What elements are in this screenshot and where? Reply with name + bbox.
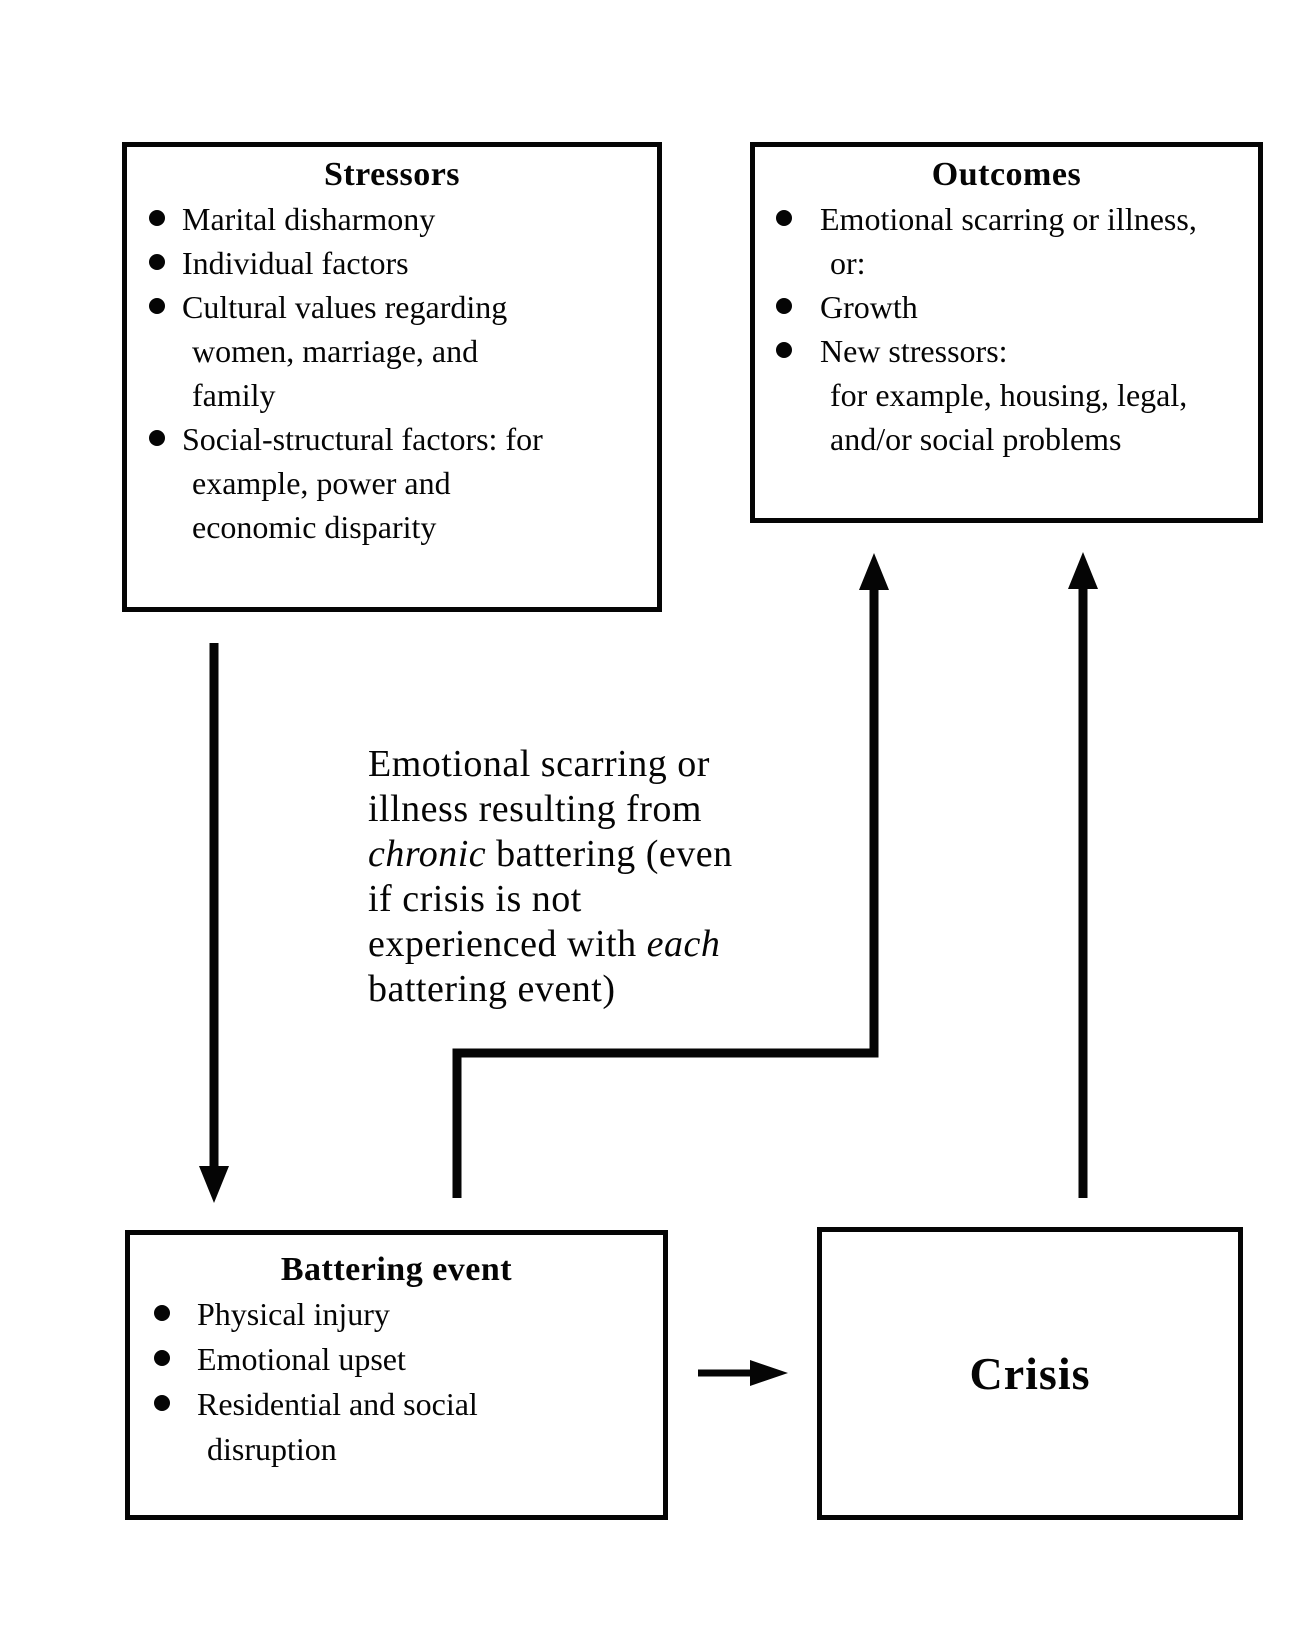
- bullet-icon: [776, 342, 792, 358]
- list-item-label: New stressors:: [820, 333, 1008, 369]
- list-item: Physical injury: [130, 1292, 663, 1337]
- bullet-icon: [149, 254, 165, 270]
- list-item-label: Residential and social: [197, 1386, 478, 1422]
- crisis-to-outcomes-arrow: [1068, 552, 1098, 1198]
- list-item-label: Social-structural factors: for: [182, 421, 543, 457]
- list-item-label: Emotional upset: [197, 1341, 406, 1377]
- list-item-label: Emotional scarring or illness,: [820, 201, 1197, 237]
- list-item-label: disruption: [207, 1431, 337, 1467]
- list-item-label: and/or social problems: [830, 421, 1122, 457]
- battering-event-box: Battering event Physical injury Emotiona…: [125, 1230, 668, 1520]
- note-line: illness resulting from: [368, 788, 702, 830]
- note-line: Emotional scarring or: [368, 743, 710, 785]
- battering-to-crisis-arrow: [698, 1360, 788, 1386]
- list-item-label: Growth: [820, 289, 918, 325]
- list-item-label: economic disparity: [192, 509, 437, 545]
- bullet-icon: [154, 1350, 170, 1366]
- bullet-icon: [154, 1395, 170, 1411]
- list-item-label: Marital disharmony: [182, 201, 436, 237]
- stressors-to-battering-arrow: [199, 643, 229, 1203]
- bullet-icon: [776, 210, 792, 226]
- bullet-icon: [149, 210, 165, 226]
- list-item-label: or:: [830, 245, 866, 281]
- stressors-title: Stressors: [323, 156, 461, 193]
- outcomes-title: Outcomes: [931, 156, 1082, 193]
- list-item-label: example, power and: [192, 465, 451, 501]
- stressors-box: Stressors Marital disharmony Individual …: [122, 142, 662, 612]
- list-item: Growth: [755, 285, 1258, 329]
- list-item: Marital disharmony: [127, 197, 657, 241]
- bullet-icon: [776, 298, 792, 314]
- chronic-battering-to-outcomes-arrow: [452, 553, 889, 1198]
- chronic-battering-note: Emotional scarring or illness resulting …: [368, 742, 928, 1012]
- list-item: Individual factors: [127, 241, 657, 285]
- battering-event-title: Battering event: [280, 1251, 513, 1288]
- bullet-icon: [149, 430, 165, 446]
- crisis-title: Crisis: [969, 1348, 1091, 1399]
- list-item: Residential and social disruption: [130, 1382, 663, 1472]
- note-line: experienced with each: [368, 923, 721, 965]
- outcomes-box: Outcomes Emotional scarring or illness, …: [750, 142, 1263, 523]
- list-item-label: family: [192, 377, 276, 413]
- list-item: New stressors: for example, housing, leg…: [755, 329, 1258, 461]
- bullet-icon: [149, 298, 165, 314]
- crisis-box: Crisis: [817, 1227, 1243, 1520]
- list-item: Emotional upset: [130, 1337, 663, 1382]
- list-item: Cultural values regarding women, marriag…: [127, 285, 657, 417]
- list-item-label: Physical injury: [197, 1296, 390, 1332]
- note-line: chronic battering (even: [368, 833, 733, 875]
- list-item: Emotional scarring or illness, or:: [755, 197, 1258, 285]
- list-item-label: Individual factors: [182, 245, 409, 281]
- list-item: Social-structural factors: for example, …: [127, 417, 657, 549]
- note-line: if crisis is not: [368, 878, 582, 920]
- bullet-icon: [154, 1305, 170, 1321]
- list-item-label: for example, housing, legal,: [830, 377, 1188, 413]
- list-item-label: Cultural values regarding: [182, 289, 508, 325]
- list-item-label: women, marriage, and: [192, 333, 479, 369]
- note-line: battering event): [368, 968, 616, 1010]
